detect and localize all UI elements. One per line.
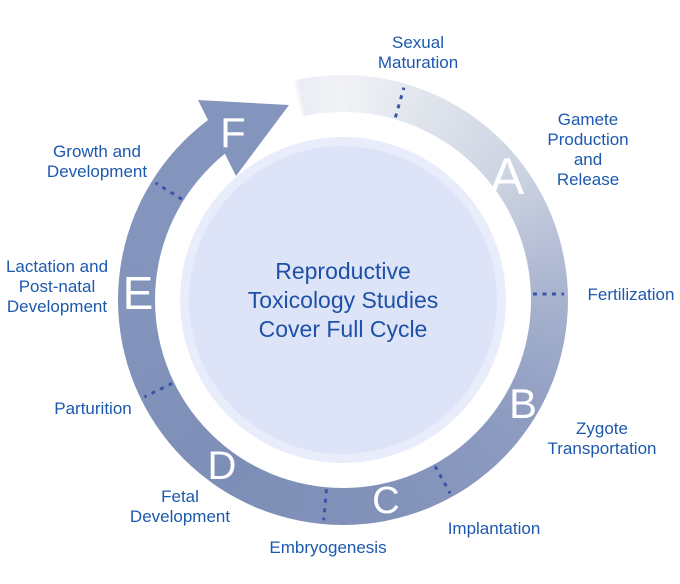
stage-boundary-tick — [393, 87, 406, 118]
segment-letter-c: C — [372, 480, 400, 522]
stage-label-sexual-maturation: Sexual Maturation — [377, 33, 459, 72]
segment-letter-f: F — [220, 109, 246, 156]
stage-label-gamete-production: Gamete Production and Release — [547, 110, 629, 189]
stage-label-embryogenesis: Embryogenesis — [269, 538, 387, 557]
stage-label-parturition: Parturition — [54, 399, 132, 418]
stage-boundary-tick — [143, 381, 173, 399]
stage-label-lactation-postnatal: Lactation and Post-natal Development — [5, 257, 109, 316]
center-circle: Reproductive Toxicology Studies Cover Fu… — [180, 137, 506, 463]
stage-label-zygote-transportation: Zygote Transportation — [547, 419, 657, 458]
stage-label-implantation: Implantation — [447, 519, 541, 538]
arrow-head-icon — [198, 100, 289, 176]
stage-label-fetal-development: Fetal Development — [129, 487, 231, 526]
segment-letter-d: D — [207, 444, 237, 488]
stage-boundary-tick — [322, 489, 328, 521]
diagram-title: Reproductive Toxicology Studies Cover Fu… — [247, 257, 439, 342]
segment-letter-b: B — [508, 380, 538, 427]
stage-boundary-tick — [433, 465, 452, 495]
stage-boundary-tick — [154, 181, 183, 201]
stage-label-growth-development: Growth and Development — [46, 142, 148, 181]
stage-label-fertilization: Fertilization — [587, 285, 675, 304]
segment-letter-e: E — [122, 267, 154, 319]
segment-letter-a: A — [489, 148, 525, 206]
